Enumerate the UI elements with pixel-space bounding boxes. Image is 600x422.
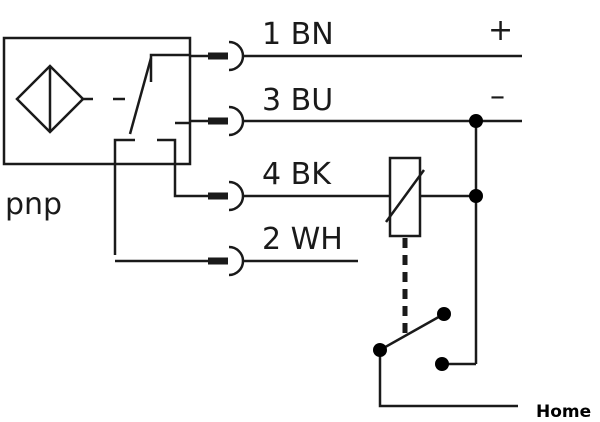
pnp-label: pnp bbox=[5, 187, 62, 222]
inductive-sensor-symbol bbox=[15, 64, 125, 134]
plus-sign: + bbox=[488, 13, 513, 48]
wire-label-bk: 4 BK bbox=[262, 157, 332, 192]
junction-dot-coil bbox=[469, 189, 483, 203]
contact-tip-dot bbox=[437, 307, 451, 321]
connector-leads bbox=[115, 54, 208, 263]
connector-sockets bbox=[228, 40, 245, 277]
wire-label-wh: 2 WH bbox=[262, 222, 343, 257]
wire-label-bn: 1 BN bbox=[262, 17, 334, 52]
home-label: Home bbox=[536, 402, 591, 422]
minus-sign: – bbox=[490, 79, 505, 114]
internal-switch bbox=[113, 53, 190, 255]
relay-contact bbox=[379, 312, 476, 366]
contact-fixed-dot bbox=[435, 357, 449, 371]
connector-pins bbox=[208, 52, 228, 265]
relay-coil bbox=[384, 156, 476, 238]
wire-label-bu: 3 BU bbox=[262, 83, 333, 118]
home-output-line bbox=[378, 350, 518, 408]
sensor-housing bbox=[2, 36, 192, 166]
junction-dot-minus bbox=[469, 114, 483, 128]
contact-pivot-dot bbox=[373, 343, 387, 357]
